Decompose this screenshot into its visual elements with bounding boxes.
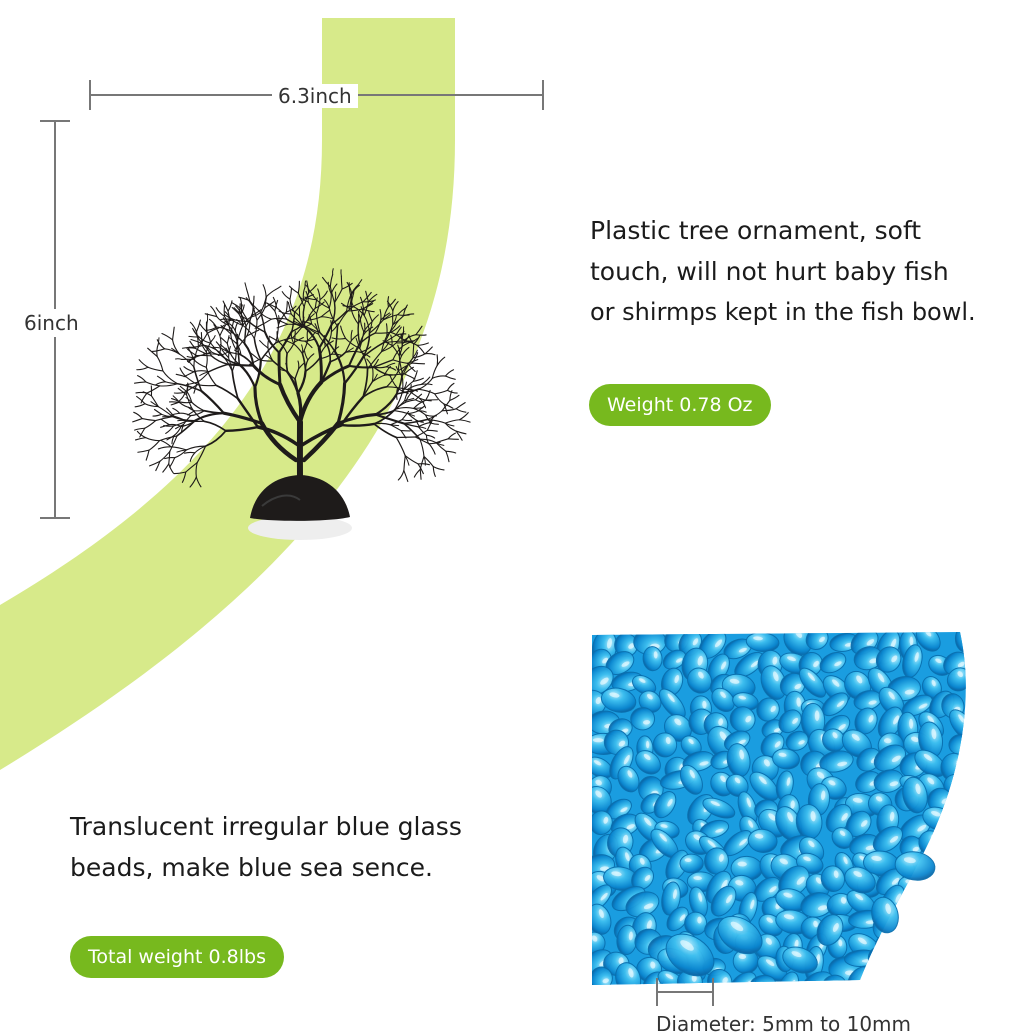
beads-description-line: beads, make blue sea sence. — [70, 853, 433, 882]
beads-description: Translucent irregular blue glass beads, … — [70, 806, 540, 888]
tree-description-line: Plastic tree ornament, soft — [590, 216, 922, 245]
tree-description-line: or shirmps kept in the fish bowl. — [590, 298, 976, 326]
beads-description-line: Translucent irregular blue glass — [70, 812, 462, 841]
tree-description: Plastic tree ornament, soft touch, will … — [590, 210, 1020, 333]
tree-description-line: touch, will not hurt baby fish — [590, 257, 949, 286]
beads-weight-badge: Total weight 0.8lbs — [70, 936, 284, 978]
bead-diameter-caption: Diameter: 5mm to 10mm — [656, 1012, 912, 1036]
tree-weight-badge: Weight 0.78 Oz — [589, 384, 771, 426]
width-label: 6.3inch — [272, 84, 358, 108]
height-label: 6inch — [22, 309, 81, 337]
